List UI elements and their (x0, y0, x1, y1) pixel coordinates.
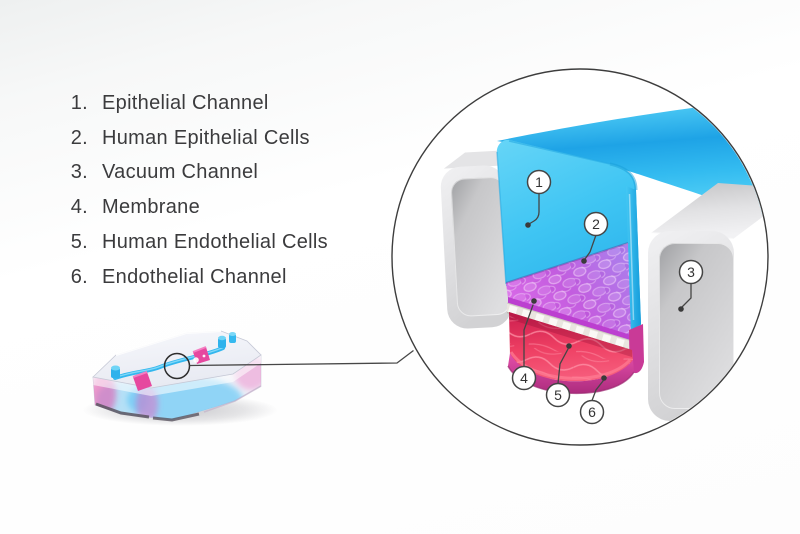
legend-row-4: 4. Membrane (64, 190, 328, 225)
callout-4: 4 (511, 298, 537, 391)
callout-leader (584, 234, 597, 260)
legend-number: 5. (70, 231, 88, 254)
svg-text:2: 2 (592, 216, 600, 232)
callout-dot (581, 258, 587, 264)
legend-number: 1. (70, 91, 88, 114)
callout-dot (601, 375, 607, 381)
chip-vacuum-port (133, 372, 152, 391)
callout-bubble (678, 259, 704, 285)
legend-label-vacuum-channel: Vacuum Channel (102, 161, 259, 184)
legend-number: 2. (70, 126, 88, 149)
callout-2: 2 (581, 211, 609, 264)
svg-text:6: 6 (588, 404, 596, 420)
legend-row-1: 1. Epithelial Channel (64, 86, 328, 121)
callout-bubble (545, 382, 571, 408)
cross-section (440, 99, 767, 421)
magnifier-circle (391, 68, 769, 446)
callout-dot (678, 306, 684, 312)
callout-dot (531, 298, 537, 304)
callout-leader (557, 348, 569, 385)
legend-label-membrane: Membrane (102, 196, 200, 219)
chip-illustration (82, 330, 278, 426)
callout-dot (566, 343, 572, 349)
legend-label-human-epithelial-cells: Human Epithelial Cells (102, 126, 310, 149)
callout-1: 1 (525, 169, 552, 228)
svg-text:3: 3 (687, 264, 695, 280)
chip-annotation-circle (163, 352, 191, 380)
legend-row-3: 3. Vacuum Channel (64, 156, 328, 191)
callout-5: 5 (545, 343, 572, 408)
callout-leader (523, 304, 534, 368)
callouts: 1 2 3 4 5 6 (511, 169, 704, 425)
callout-6: 6 (579, 375, 607, 425)
chip-outlet-port (218, 332, 236, 348)
legend: 1. Epithelial Channel 2. Human Epithelia… (64, 86, 328, 295)
chip-inlet-port (111, 365, 120, 378)
callout-leader (681, 282, 692, 308)
callout-bubble (583, 211, 609, 237)
legend-row-6: 6. Endothelial Channel (64, 260, 328, 295)
chip-bottom-edge (152, 412, 200, 422)
legend-label-epithelial-channel: Epithelial Channel (102, 91, 269, 114)
chip-bottom-edge (95, 402, 150, 419)
legend-number: 4. (70, 196, 88, 219)
legend-number: 6. (70, 265, 88, 288)
svg-text:5: 5 (554, 387, 562, 403)
callout-bubble (511, 365, 537, 391)
legend-row-5: 5. Human Endothelial Cells (64, 225, 328, 260)
connector-line (189, 349, 414, 367)
vacuum-channel-right (648, 183, 767, 421)
legend-row-2: 2. Human Epithelial Cells (64, 121, 328, 156)
vacuum-channel-left (440, 147, 555, 329)
svg-text:4: 4 (520, 370, 528, 386)
callout-dot (525, 222, 531, 228)
legend-number: 3. (70, 161, 88, 184)
callout-bubble (526, 169, 552, 195)
legend-label-endothelial-channel: Endothelial Channel (102, 265, 287, 288)
callout-leader (528, 192, 540, 225)
epithelial-cells-layer (505, 242, 631, 342)
callout-3: 3 (678, 259, 704, 312)
callout-bubble (579, 399, 605, 425)
legend-label-human-endothelial-cells: Human Endothelial Cells (102, 231, 328, 254)
callout-leader (591, 380, 604, 402)
svg-text:1: 1 (535, 174, 543, 190)
